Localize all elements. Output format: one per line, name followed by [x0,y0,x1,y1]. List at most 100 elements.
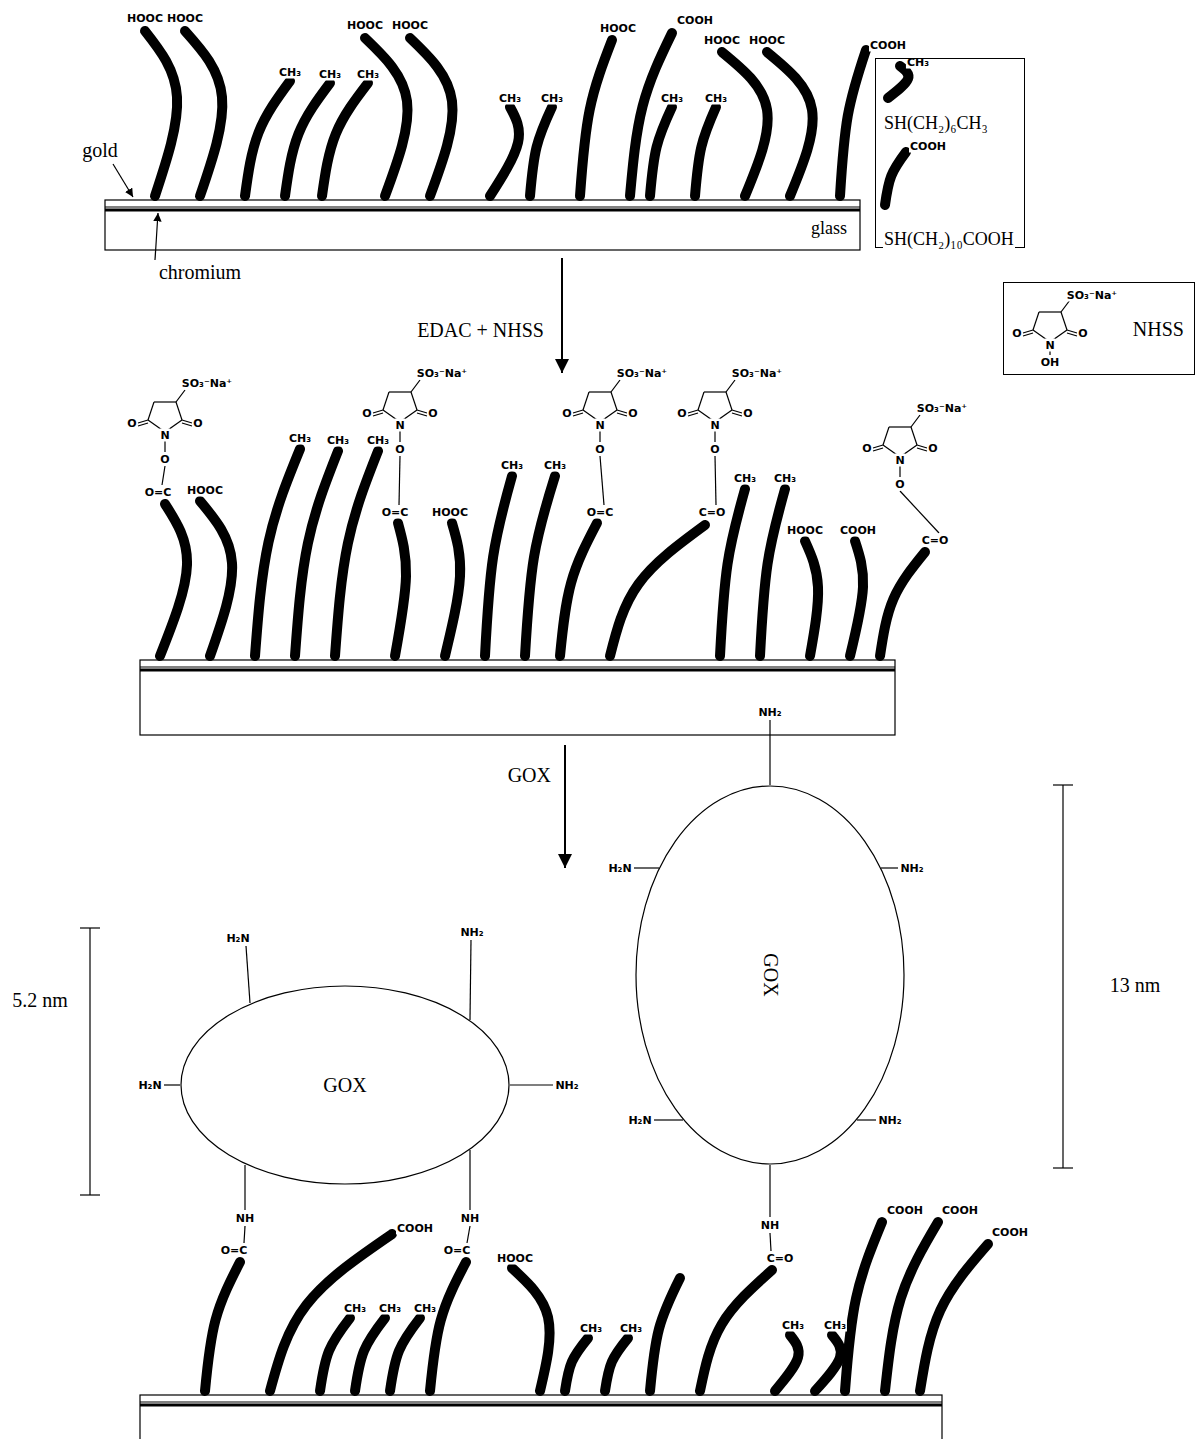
bond-line [714,430,715,442]
thiol-chain [512,1268,550,1391]
gold-leader [113,164,133,197]
chemical-group: NH [760,1219,780,1232]
chemical-group: COOH [909,140,947,153]
chemical-group: O=C [586,506,615,519]
bond-line [1033,312,1039,330]
bond-line [383,392,389,410]
bond-line [467,1226,470,1243]
bond-line [600,456,604,505]
chemical-group: SO₃⁻Na⁺ [181,377,233,390]
thiol-chain [650,1278,680,1391]
thiol-chain [490,107,519,196]
chemical-group: NH₂ [877,1114,902,1127]
enzyme-ellipse: GOX [180,985,510,1185]
bond-line [732,413,742,416]
thiol-chain [630,33,672,196]
bond-line [698,392,704,410]
chemical-group: NH₂ [899,862,924,875]
chemical-group: CH₃ [318,68,342,81]
chemical-group: N [894,454,905,467]
bond-line [583,392,589,410]
chemical-group: O [742,407,753,420]
chemical-group: NH₂ [459,926,484,939]
thiol-chain [695,107,716,196]
bond-line [373,413,383,416]
bond-line [1039,311,1061,312]
bond-line [182,423,192,426]
chemical-group: HOOC [748,34,786,47]
thiol-chain [485,476,512,656]
bond-line [246,946,250,1003]
thiol-chain [760,489,785,656]
chemical-group: CH₃ [378,1302,402,1315]
annotation: 5.2 nm [11,989,69,1012]
chemical-group: NH₂ [554,1079,579,1092]
chemical-group: N [709,419,720,432]
chemical-group: O=C [144,486,173,499]
chemical-group: CH₃ [660,92,684,105]
chemical-group: O [709,443,720,456]
bond-line [617,413,627,416]
chromium-leader [155,213,158,260]
bond-line [715,456,716,505]
thiol-chain [525,476,555,656]
bond-line [726,392,732,410]
chemical-group: N [159,429,170,442]
bond-line [417,413,427,416]
chemical-group: O [676,407,687,420]
bond-line [417,410,427,413]
ellipse-outline [181,986,509,1184]
chemical-group: SO₃⁻Na⁺ [731,367,783,380]
chemical-group: CH₃ [500,459,524,472]
bond-line [1067,330,1077,333]
bond-line [176,402,182,420]
chemical-group: O [361,407,372,420]
chemical-group: NH₂ [757,706,782,719]
bond-line [873,448,883,451]
thiol-chain [700,1270,772,1391]
bond-line [769,1165,770,1217]
bond-line [162,466,165,485]
chemical-group: NH [460,1212,480,1225]
bond-line [917,448,927,451]
substrate-top [105,200,860,250]
chemical-group: COOH [396,1222,434,1235]
bond-line [1061,312,1067,330]
chemical-group: H₂N [627,1114,652,1127]
chemical-group: CH₃ [543,459,567,472]
chemical-group: O [394,443,405,456]
substrate-middle [140,660,895,735]
bond-line [411,380,420,392]
chemical-group: HOOC [186,484,224,497]
chemical-group: COOH [886,1204,924,1217]
chemical-group: CH₃ [288,432,312,445]
chemical-group: SO₃⁻Na⁺ [916,402,968,415]
dimension-bar [80,928,100,1195]
bond-line [510,1084,553,1085]
thiol-chain [815,1335,841,1391]
thiol-chain [650,107,672,196]
chemical-group: COOH [839,524,877,537]
chemical-group: CH₃ [781,1319,805,1332]
chemical-group: CH₃ [278,66,302,79]
bond-line [611,392,617,410]
thiol-chain [885,152,906,205]
chemical-group: HOOC [431,506,469,519]
bond-line [881,867,898,868]
thiol-chain [335,451,378,656]
chemical-group: CH₃ [413,1302,437,1315]
bond-line [873,445,883,448]
bond-line [164,1084,180,1085]
chemical-group: C=O [698,506,727,519]
chemical-group: CH₃ [579,1322,603,1335]
bond-line [704,391,726,392]
bond-line [611,380,620,392]
chemical-group: HOOC [391,19,429,32]
chemical-group: O [561,407,572,420]
thiol-chain [880,552,925,656]
bond-line [1061,300,1070,312]
chemical-group: COOH [941,1204,979,1217]
chemical-group: CH₃ [704,92,728,105]
bond-line [769,720,770,785]
bond-line [138,423,148,426]
